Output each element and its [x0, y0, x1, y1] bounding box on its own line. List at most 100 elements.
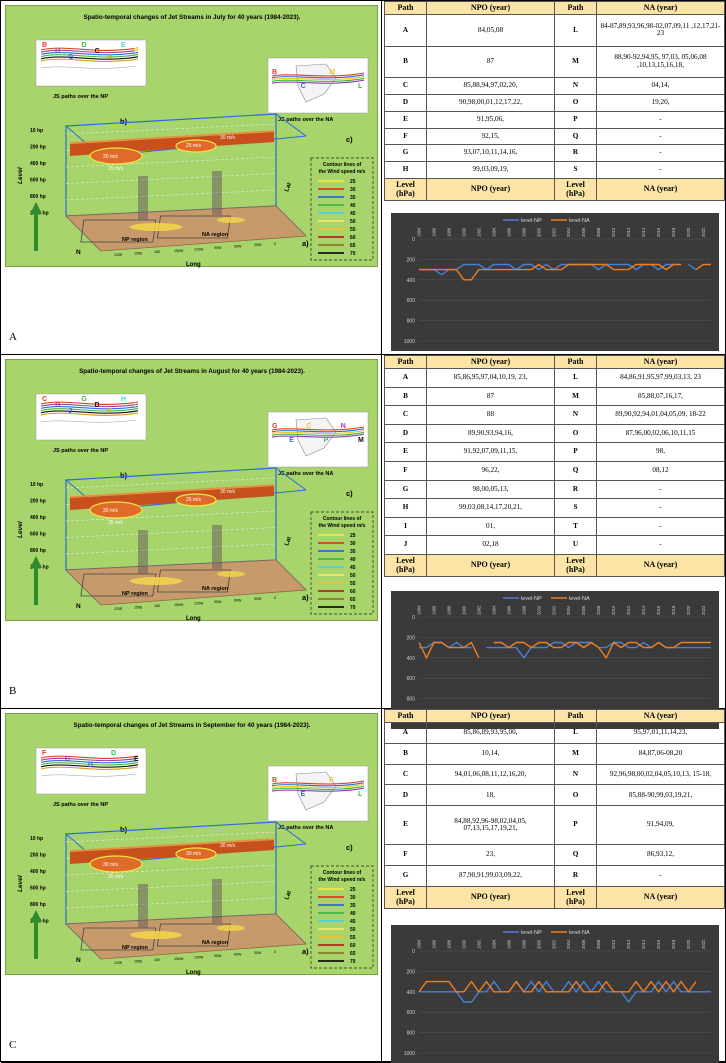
x-tick-label: 1998 — [521, 605, 526, 615]
vertical-plume-np — [138, 530, 148, 574]
figure-left: Spatio-temporal changes of Jet Streams i… — [1, 355, 382, 708]
np-jet-path — [40, 764, 139, 768]
path-cell: Q — [554, 844, 597, 867]
figure-panel: Spatio-temporal changes of Jet Streams i… — [1, 709, 726, 1063]
np-jet-path — [40, 757, 139, 762]
np-path-letter: J — [68, 408, 72, 415]
long-tick: 90W — [214, 954, 222, 958]
x-tick-label: 2012 — [626, 227, 631, 237]
legend-title-line1: Contour lines of — [323, 870, 362, 876]
years-cell: - — [596, 865, 725, 887]
na-path-letter: B — [272, 777, 277, 784]
path-cell: D — [384, 423, 427, 444]
path-cell: O — [554, 423, 597, 444]
years-cell: 92,15, — [426, 127, 555, 146]
years-cell: 90,98,00,01,12,17,22, — [426, 94, 555, 112]
na-path-letter: C — [306, 423, 311, 430]
na-surface-jet — [217, 217, 245, 223]
speed-label: 25 m/s — [186, 143, 202, 149]
lat-axis-label: Lat — [284, 182, 293, 193]
legend-value: 50 — [350, 927, 356, 933]
figure-title: Spatio-temporal changes of Jet Streams i… — [79, 368, 305, 375]
np-coastline — [40, 65, 137, 69]
np-jet-path — [40, 49, 139, 54]
na-jet-path — [271, 787, 365, 792]
na-path-letter: M — [358, 437, 364, 444]
level-tick: 400 hp — [30, 515, 46, 521]
table-footer-cell: NPO (year) — [426, 178, 555, 201]
years-cell: 95,97,01,11,14,23, — [596, 722, 725, 744]
na-path-letter: E — [289, 437, 294, 444]
vertical-plume-na — [212, 879, 222, 923]
x-tick-label: 1996 — [506, 605, 511, 615]
path-cell: R — [554, 144, 597, 163]
level-tick: 200 hp — [30, 853, 46, 859]
legend-value: 25 — [350, 533, 356, 539]
y-tick-label: 800 — [407, 319, 416, 325]
legend-value: 50 — [350, 219, 356, 225]
legend-title-line1: Contour lines of — [323, 162, 362, 168]
years-cell: - — [596, 498, 725, 518]
na-jet-path — [271, 433, 365, 438]
table-header: NA (year) — [596, 355, 725, 369]
y-tick-label: 200 — [407, 969, 416, 975]
years-cell: 86,93,12, — [596, 844, 725, 867]
y-tick-label: 400 — [407, 278, 416, 284]
path-cell: R — [554, 865, 597, 887]
legend-np-label: level-NP — [521, 218, 542, 224]
np-region-label: NP region — [122, 237, 149, 243]
years-cell: 89,90,92,94,01,04,05,09, 18-22 — [596, 405, 725, 425]
long-tick: 0 — [274, 950, 276, 954]
table-header: Path — [384, 355, 427, 369]
x-tick-label: 2014 — [641, 939, 646, 949]
np-path-letter: C — [42, 396, 47, 403]
years-cell: 98,00,05,13, — [426, 479, 555, 500]
x-tick-label: 1986 — [431, 605, 436, 615]
x-tick-label: 2014 — [641, 605, 646, 615]
np-jet-path — [40, 410, 139, 414]
table-footer-cell: NA (year) — [596, 178, 725, 201]
path-cell: M — [554, 742, 597, 765]
years-cell: 84,88,92,96-98,02,04,05, 07,13,15,17,19,… — [426, 805, 555, 846]
path-cell: D — [384, 784, 427, 807]
path-cell: S — [554, 161, 597, 179]
table-header: Path — [554, 709, 597, 723]
np-surface-jet — [130, 223, 182, 231]
long-tick: 60W — [234, 953, 242, 957]
x-tick-label: 2002 — [551, 227, 556, 237]
path-cell: M — [554, 386, 597, 407]
legend-value: 60 — [350, 589, 356, 595]
np-jet-path — [40, 56, 139, 60]
x-tick-label: 2018 — [671, 605, 676, 615]
speed-label: 30 m/s — [103, 508, 119, 514]
np-jet-path — [40, 762, 139, 766]
na-surface-jet — [217, 925, 245, 931]
long-tick: 30W — [254, 243, 262, 247]
y-tick-label: 0 — [412, 615, 415, 621]
legend-na-label: level-NA — [569, 218, 590, 224]
path-cell: G — [384, 865, 427, 887]
na-path-letter: L — [358, 791, 363, 798]
path-cell: Q — [554, 460, 597, 481]
na-path-letter: E — [301, 791, 306, 798]
x-tick-label: 1996 — [506, 939, 511, 949]
north-label: N — [76, 249, 81, 256]
y-tick-label: 400 — [407, 990, 416, 996]
level-tick: 400 hp — [30, 161, 46, 167]
jet-stream-svg: Spatio-temporal changes of Jet Streams i… — [17, 14, 374, 268]
long-tick: 150W — [174, 603, 184, 607]
na-inset-caption: JS paths over the NA — [278, 117, 333, 123]
series-line-na — [418, 980, 697, 993]
np-path-letter: B — [42, 42, 47, 49]
figure-left: Spatio-temporal changes of Jet Streams i… — [1, 1, 382, 354]
path-cell: P — [554, 805, 597, 846]
x-tick-label: 2010 — [611, 605, 616, 615]
table-footer-cell: Level (hPa) — [554, 886, 597, 909]
path-cell: O — [554, 784, 597, 807]
